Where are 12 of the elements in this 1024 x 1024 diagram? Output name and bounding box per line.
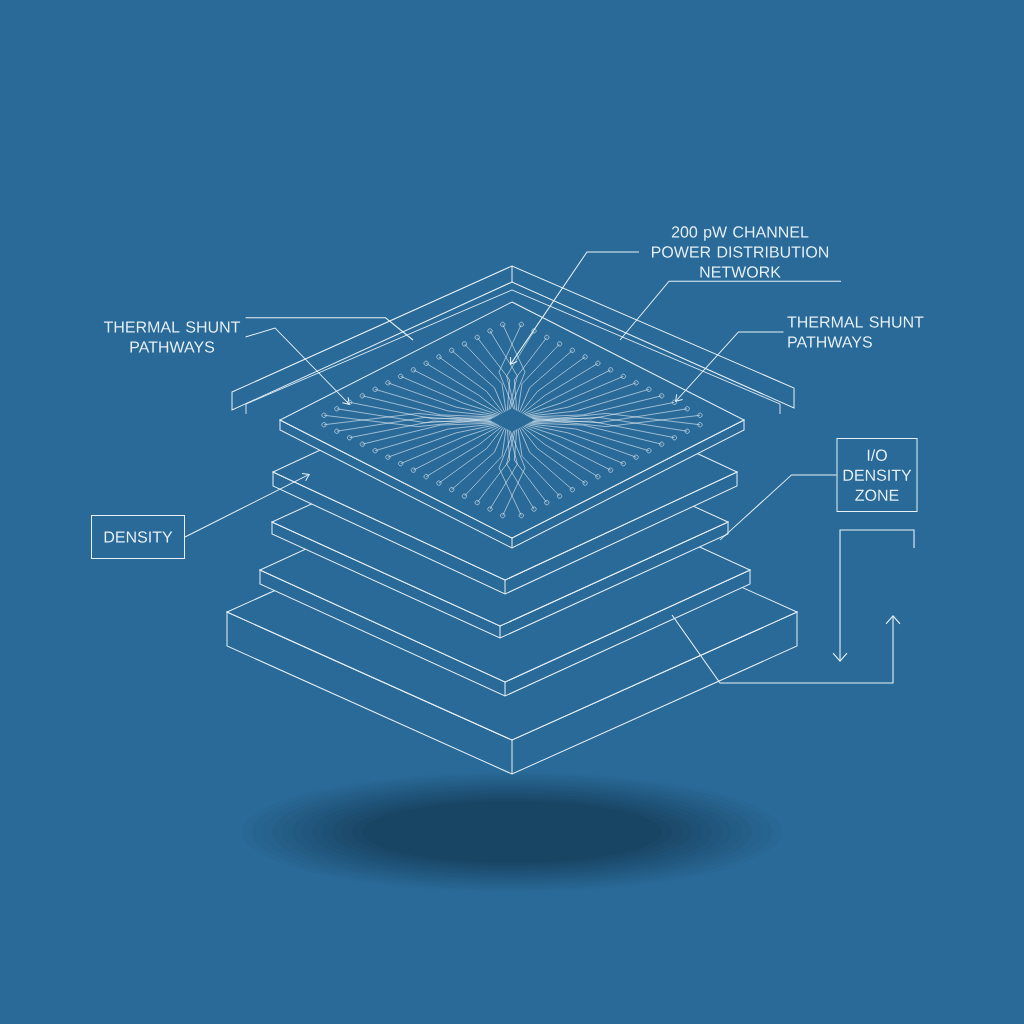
callout-text: THERMAL SHUNT PATHWAYS <box>103 321 241 353</box>
leader-line <box>719 474 837 541</box>
leader-line <box>245 317 414 341</box>
label-box: DENSITY <box>91 515 185 559</box>
label-box: I/O DENSITY ZONE <box>836 438 918 512</box>
leader-line <box>675 331 784 402</box>
leader-line <box>619 280 842 341</box>
callout-text: THERMAL SHUNT PATHWAYS <box>787 316 924 348</box>
callout-text: 200 pW CHANNEL POWER DISTRIBUTION NETWORK <box>652 226 829 278</box>
leader-line <box>245 327 350 405</box>
leader-line <box>184 473 310 538</box>
leader-line <box>510 251 640 365</box>
